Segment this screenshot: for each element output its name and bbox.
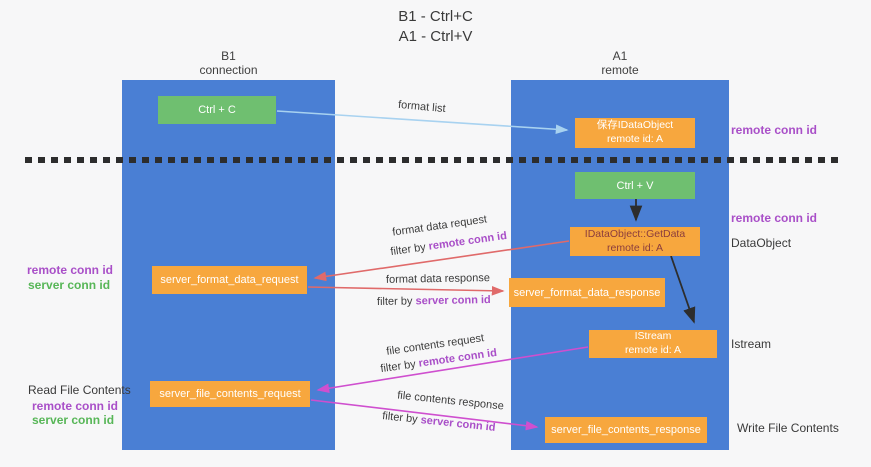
format-data-response-filter-label: filter by server conn id <box>377 294 491 308</box>
save-idataobject-box: 保存IDataObject remote id: A <box>575 118 695 148</box>
file-contents-response-filter-label: filter by server conn id <box>382 410 496 434</box>
server-format-data-request-label: server_format_data_request <box>160 274 299 286</box>
ctrl-c-box: Ctrl + C <box>158 96 276 124</box>
dashed-separator <box>25 157 838 163</box>
format-data-response-label: format data response <box>385 272 491 286</box>
ctrl-v-box: Ctrl + V <box>575 172 695 199</box>
left-server-conn-id-label: server conn id <box>28 278 111 292</box>
format-list-label: format list <box>397 98 447 116</box>
lane-b1-title: B1 <box>221 49 236 63</box>
server-format-data-request-box: server_format_data_request <box>152 266 307 294</box>
read-file-contents-label: Read File Contents <box>28 383 131 397</box>
title-line-1: B1 - Ctrl+C <box>398 8 473 25</box>
idataobject-getdata-line2: remote id: A <box>606 241 664 254</box>
title-line-2: A1 - Ctrl+V <box>398 28 473 46</box>
istream-line2: remote id: A <box>624 344 682 356</box>
write-file-contents-label: Write File Contents <box>737 421 839 435</box>
server-file-contents-request-label: server_file_contents_request <box>159 388 301 400</box>
server-conn-id-text: server conn id <box>415 294 491 308</box>
right-remote-conn-id-label-top: remote conn id <box>731 123 818 137</box>
filter-by-text: filter by <box>376 295 413 308</box>
ctrl-v-label: Ctrl + V <box>616 179 654 192</box>
server-file-contents-response-label: server_file_contents_response <box>551 424 701 436</box>
format-data-response-arrow <box>307 285 505 296</box>
filter-by-text: filter by <box>389 241 427 259</box>
idataobject-getdata-line1: IDataObject::GetData <box>584 227 686 240</box>
idataobject-getdata-box: IDataObject::GetData remote id: A <box>570 227 700 256</box>
istream-box: IStream remote id: A <box>589 330 717 358</box>
lane-a1-title: A1 <box>612 49 628 63</box>
filter-by-text: filter by <box>379 358 417 376</box>
lane-header-a1: A1 remote <box>511 49 729 78</box>
lane-b1-subtitle: connection <box>199 63 258 78</box>
ctrl-c-label: Ctrl + C <box>198 104 236 116</box>
server-conn-id-text: server conn id <box>420 414 497 434</box>
left-server-conn-id-label-2: server conn id <box>32 413 115 427</box>
file-contents-response-label: file contents response <box>396 389 505 413</box>
lane-a1-subtitle: remote <box>601 63 639 78</box>
save-idataobject-line2: remote id: A <box>606 133 664 145</box>
istream-line1: IStream <box>634 330 672 343</box>
istream-side-label: Istream <box>731 337 772 351</box>
remote-conn-id-text: remote conn id <box>427 229 508 253</box>
diagram-title: B1 - Ctrl+C A1 - Ctrl+V <box>0 7 871 48</box>
filter-by-text: filter by <box>381 410 419 426</box>
dataobject-label: DataObject <box>731 236 792 250</box>
right-remote-conn-id-label-mid: remote conn id <box>731 211 818 225</box>
left-remote-conn-id-label: remote conn id <box>27 263 114 277</box>
left-remote-conn-id-label-2: remote conn id <box>32 399 119 413</box>
server-format-data-response-box: server_format_data_response <box>509 278 665 307</box>
lane-header-b1: B1 connection <box>122 49 335 78</box>
save-idataobject-line1: 保存IDataObject <box>596 119 674 132</box>
server-format-data-response-label: server_format_data_response <box>513 286 661 299</box>
server-file-contents-response-box: server_file_contents_response <box>545 417 707 443</box>
server-file-contents-request-box: server_file_contents_request <box>150 381 310 407</box>
